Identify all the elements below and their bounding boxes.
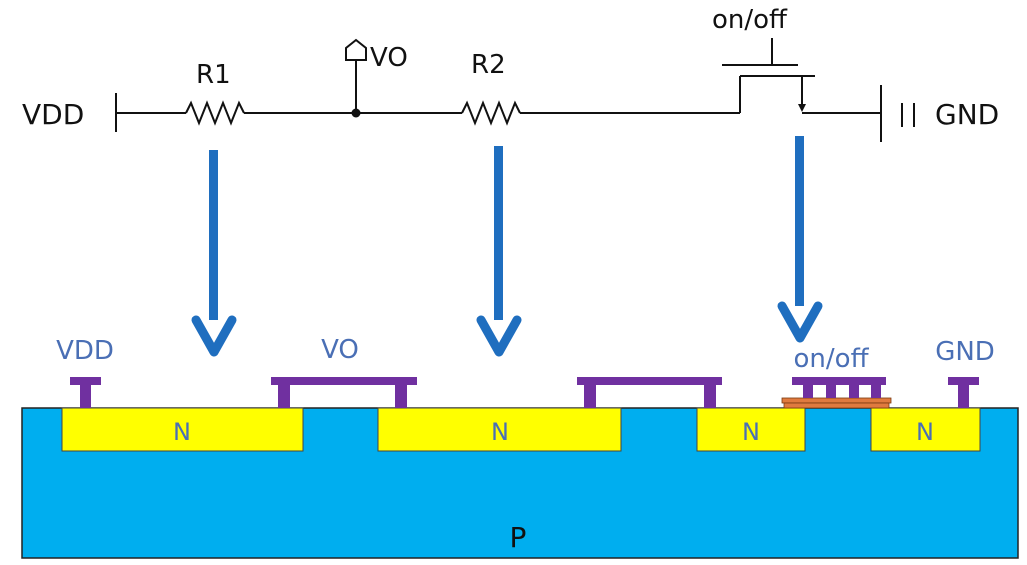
device-cross-section: P N N N N VDD VO: [21, 335, 1019, 559]
r2-resistor: [461, 100, 521, 126]
n-well-1-label: N: [173, 418, 191, 446]
n-well-1: N: [61, 407, 304, 452]
cs-vo-label: VO: [321, 335, 359, 365]
vo-metal-bridge: [271, 377, 417, 408]
gnd-contact: [948, 377, 979, 408]
arrow-r2-down: [476, 146, 522, 357]
nmos-switch-symbol: [722, 38, 881, 114]
r1-label: R1: [196, 60, 231, 90]
circuit-gnd-label: GND: [935, 98, 999, 131]
n-drain-label: N: [742, 418, 760, 446]
n-well-2: N: [377, 407, 622, 452]
arrow-switch-down: [777, 136, 823, 343]
circuit-vdd-label: VDD: [22, 98, 84, 131]
r2-label: R2: [471, 50, 506, 80]
vdd-contact: [70, 377, 101, 408]
n-drain-region: N: [696, 407, 806, 452]
arrow-r1-down: [191, 150, 237, 357]
cs-gnd-label: GND: [935, 337, 995, 367]
cs-switch-label: on/off: [794, 344, 870, 374]
cs-vdd-label: VDD: [56, 336, 114, 366]
gate-stack: [781, 377, 892, 409]
vo-output-port-icon: [345, 38, 367, 61]
n-well-2-label: N: [491, 418, 509, 446]
mapping-arrows: [191, 136, 823, 357]
gate-metal: [792, 377, 886, 385]
substrate-label: P: [510, 521, 527, 554]
n-source-label: N: [916, 418, 934, 446]
gate-oxide: [781, 397, 892, 404]
r2-drain-metal-bridge: [577, 377, 722, 408]
circuit-vo-label: VO: [370, 43, 408, 73]
gate-poly: [783, 402, 890, 409]
circuit-schematic: VDD R1 VO R2 on/off GND: [22, 5, 999, 142]
n-source-region: N: [870, 407, 981, 452]
source-arrow-icon: [798, 104, 806, 112]
r1-resistor: [185, 100, 245, 126]
circuit-switch-label: on/off: [712, 5, 788, 35]
